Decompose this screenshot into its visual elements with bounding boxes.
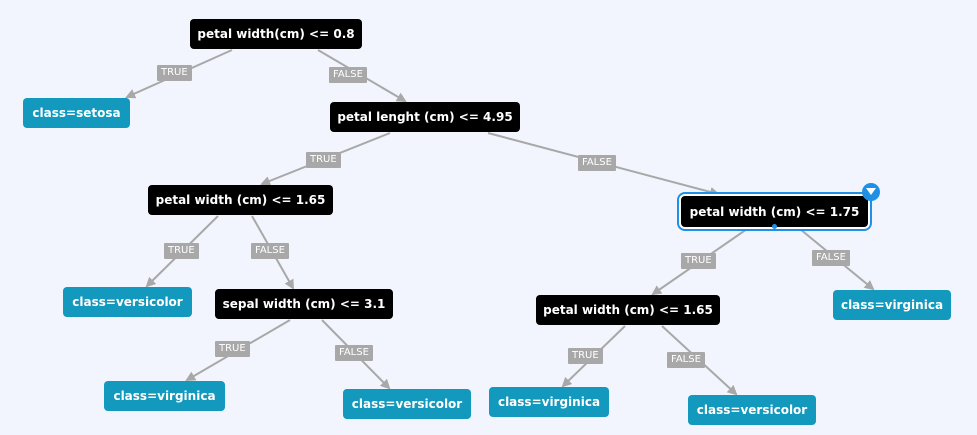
edge-label-false: FALSE [251, 243, 289, 259]
node-leaf-versicolor-c[interactable]: class=versicolor [688, 395, 816, 425]
node-leaf-versicolor-b[interactable]: class=versicolor [343, 389, 471, 419]
node-petal-width-left[interactable]: petal width (cm) <= 1.65 [148, 185, 333, 215]
edge-label-true: TRUE [157, 65, 192, 81]
edge-label-false: FALSE [578, 155, 616, 171]
edge-label-true: TRUE [215, 341, 250, 357]
triangle-down-icon [866, 188, 876, 195]
edge-label-false: FALSE [812, 250, 850, 266]
edge-label-true: TRUE [164, 243, 199, 259]
node-petal-width-right[interactable]: petal width (cm) <= 1.75 [681, 196, 868, 227]
edge-label-false: FALSE [667, 352, 705, 368]
node-leaf-virginica-c[interactable]: class=virginica [833, 290, 951, 320]
collapse-toggle[interactable] [862, 183, 880, 201]
edge-label-false: FALSE [329, 67, 367, 83]
node-leaf-versicolor-a[interactable]: class=versicolor [63, 287, 192, 317]
node-leaf-virginica-b[interactable]: class=virginica [489, 387, 609, 417]
node-leaf-setosa[interactable]: class=setosa [23, 98, 130, 128]
edge-label-true: TRUE [568, 348, 603, 364]
node-petal-width-mid[interactable]: petal width (cm) <= 1.65 [536, 295, 720, 325]
edge-label-true: TRUE [306, 152, 341, 168]
edge-label-true: TRUE [681, 253, 716, 269]
node-root-petal-width[interactable]: petal width(cm) <= 0.8 [190, 19, 362, 49]
node-petal-length[interactable]: petal lenght (cm) <= 4.95 [330, 102, 520, 132]
node-sepal-width[interactable]: sepal width (cm) <= 3.1 [215, 289, 393, 319]
node-leaf-virginica-a[interactable]: class=virginica [104, 381, 225, 411]
selected-node-anchor [772, 224, 777, 229]
edge-label-false: FALSE [335, 345, 373, 361]
